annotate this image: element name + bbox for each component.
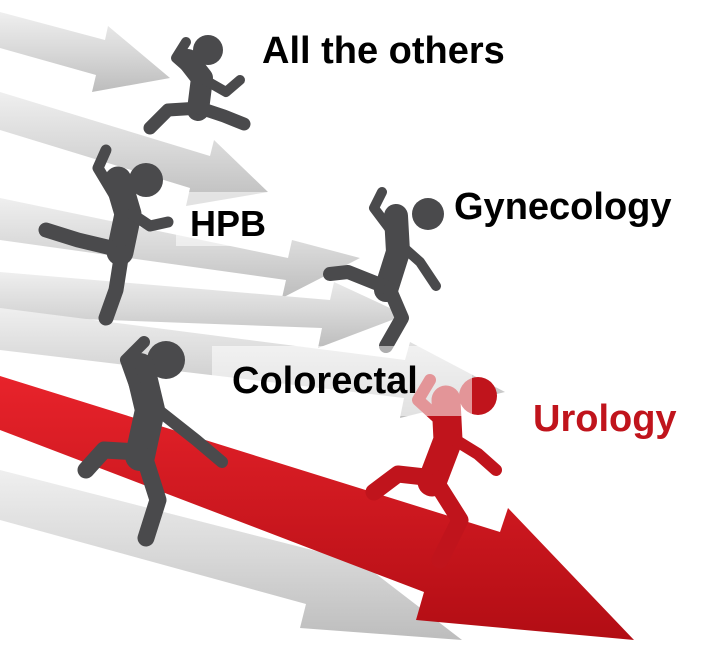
arrow-icon [0,12,170,92]
label-all-the-others: All the others [262,32,505,70]
label-hpb: HPB [190,206,266,242]
label-gynecology: Gynecology [454,188,672,226]
label-colorectal: Colorectal [232,362,418,400]
running-person-icon [150,35,244,128]
label-urology: Urology [533,400,677,438]
